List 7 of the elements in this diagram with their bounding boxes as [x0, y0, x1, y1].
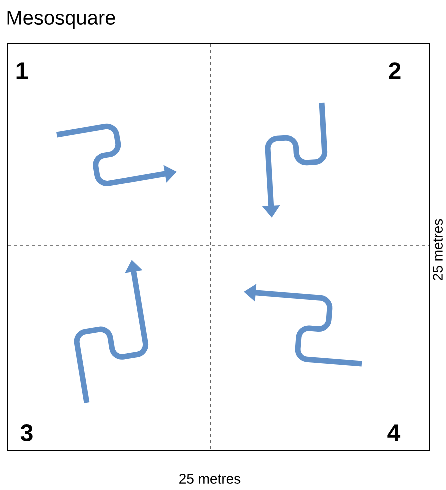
quadrant-number: 1: [16, 62, 28, 80]
title: Mesosquare: [8, 11, 116, 29]
quadrant-number: 2: [389, 62, 401, 80]
quadrant-number: 4: [388, 424, 401, 442]
dimension-label: 25 metres: [180, 474, 241, 484]
quadrant-number: 3: [20, 424, 33, 442]
dimension-label: 25 metres: [433, 219, 443, 280]
